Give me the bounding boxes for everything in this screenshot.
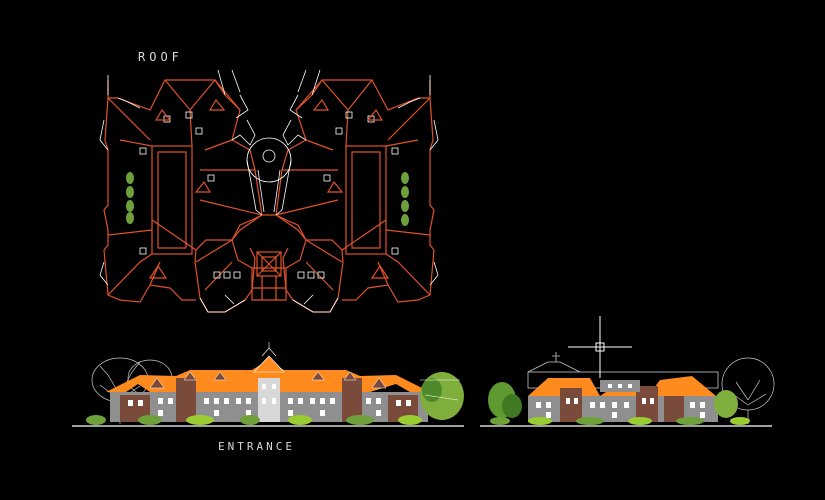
right-courtyard-inner [351,151,381,249]
central-tower [256,251,282,277]
skylights [139,111,399,279]
entrance-windows [128,384,411,416]
planting-left [126,172,134,224]
roof-outline-left-lower [103,97,196,303]
entrance-elevation [72,342,464,427]
entrance-elevation-label: ENTRANCE [218,440,295,453]
central-block [231,214,307,269]
bare-tree-right [721,357,775,424]
right-courtyard [345,145,387,255]
roof-outline-right-lower [342,97,435,303]
left-courtyard [151,145,193,255]
entrance-tower-roof [253,355,285,373]
cad-crosshair-cursor[interactable] [568,316,632,378]
side-elevation [480,352,775,427]
roof-plan [99,69,439,313]
side-roof-right [648,376,716,396]
left-courtyard-inner [157,151,187,249]
planting-right [401,172,409,226]
entrance-foliage [86,372,464,425]
roof-plan-label: ROOF [138,50,183,64]
